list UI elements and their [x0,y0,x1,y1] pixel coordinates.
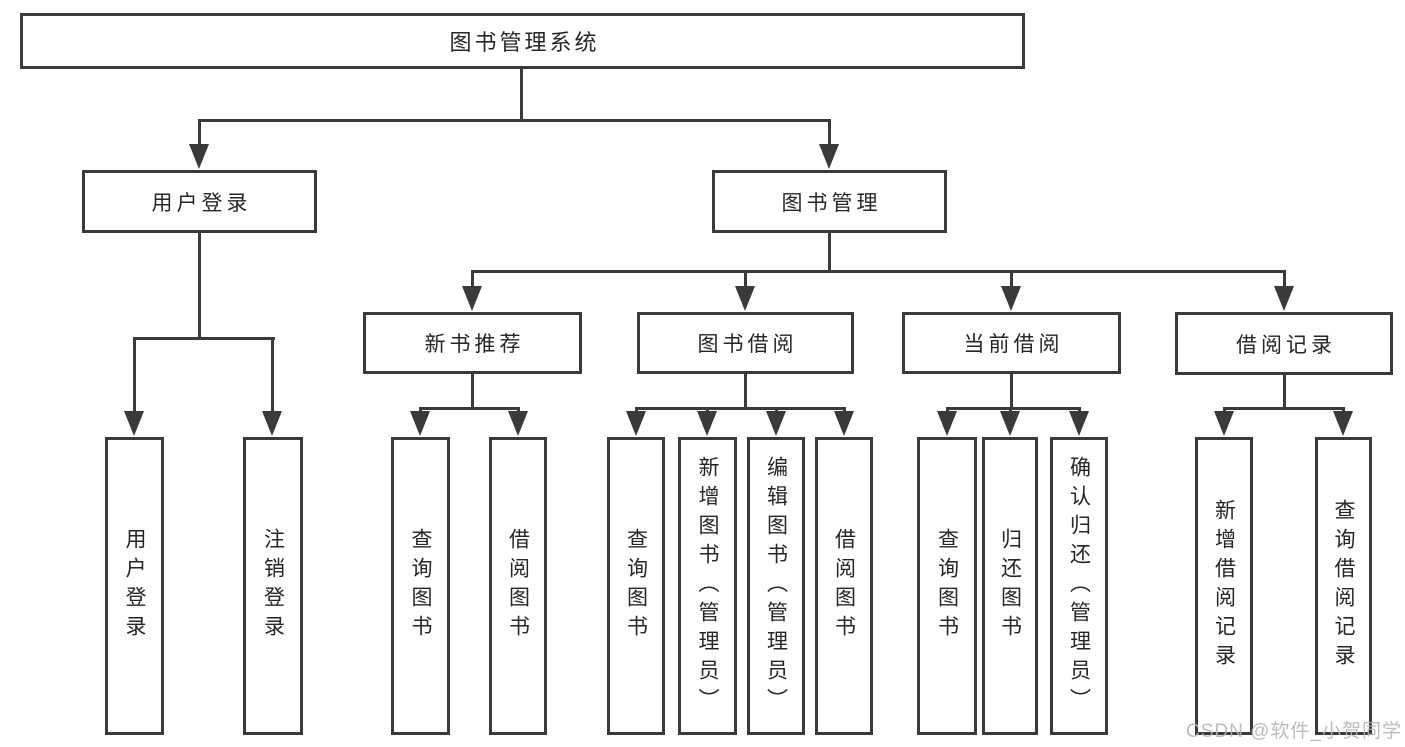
arrow-down-icon [124,411,144,436]
arrow-down-icon [834,411,854,436]
arrow-down-icon [189,144,209,169]
arrow-down-icon [410,411,430,436]
node-label: 查询图书 [935,528,959,644]
node-bb-edit: 编辑图书（管理员） [747,437,805,735]
node-book-borrow: 图书借阅 [637,312,854,374]
node-label: 查询图书 [409,528,432,644]
arrow-down-icon [937,411,957,436]
node-root: 图书管理系统 [20,13,1025,69]
connector-line [744,270,747,290]
connector-line [271,337,274,413]
node-label: 当前借阅 [963,333,1064,356]
arrow-down-icon [1333,411,1353,436]
connector-line [471,374,474,409]
node-label: 用户登录 [151,191,252,215]
node-bb-borrow: 借阅图书 [815,437,873,735]
node-bb-query: 查询图书 [607,437,665,735]
node-label: 借阅图书 [832,528,856,644]
connector-line [419,407,520,410]
connector-line [744,374,747,409]
node-label: 图书管理 [781,191,882,215]
connector-line [471,270,474,290]
connector-line [1223,407,1345,410]
arrow-down-icon [508,411,528,436]
node-borrow-records: 借阅记录 [1175,312,1393,375]
node-cb-query: 查询图书 [917,437,977,735]
connector-line [1283,374,1286,409]
node-user-login-menu: 用户登录 [82,170,317,233]
connector-line [198,233,201,339]
node-label: 用户登录 [123,528,146,644]
node-current-borrow: 当前借阅 [902,312,1121,374]
connector-line [520,68,523,121]
arrow-down-icon [697,411,717,436]
connector-line [198,119,831,122]
connector-line [133,337,275,340]
node-label: 编辑图书（管理员） [764,455,788,717]
arrow-down-icon [1214,411,1234,436]
connector-line [133,337,136,413]
arrow-down-icon [766,411,786,436]
node-label: 注销登录 [261,528,285,644]
connector-line [1010,270,1013,290]
node-label: 图书管理系统 [449,30,600,55]
arrow-down-icon [462,286,482,311]
connector-line [198,119,201,147]
node-br-add: 新增借阅记录 [1195,437,1253,735]
node-cb-return: 归还图书 [982,437,1038,735]
node-bb-add: 新增图书（管理员） [678,437,737,735]
node-nbr-borrow: 借阅图书 [489,437,547,735]
node-new-book-rec: 新书推荐 [363,312,582,374]
connector-line [946,407,1081,410]
node-book-mgmt: 图书管理 [712,170,947,233]
node-logout: 注销登录 [243,437,303,735]
node-login: 用户登录 [105,437,164,735]
watermark: CSDN @软件_小贺同学 [1186,721,1402,742]
connector-line [1283,270,1286,290]
node-label: 确认归还（管理员） [1067,455,1091,717]
arrow-down-icon [626,411,646,436]
arrow-down-icon [1274,286,1294,311]
arrow-down-icon [1000,411,1020,436]
arrow-down-icon [262,411,282,436]
connector-line [828,119,831,147]
node-label: 借阅图书 [506,528,530,644]
arrow-down-icon [1001,286,1021,311]
node-nbr-query: 查询图书 [391,437,450,735]
node-br-query: 查询借阅记录 [1315,437,1372,735]
node-label: 借阅记录 [1236,333,1336,357]
node-label: 图书借阅 [697,333,798,356]
connector-line [635,407,846,410]
node-label: 新书推荐 [424,333,525,356]
node-label: 查询图书 [624,528,648,644]
arrow-down-icon [819,144,839,169]
arrow-down-icon [1069,411,1089,436]
connector-line [828,233,831,272]
arrow-down-icon [735,286,755,311]
node-label: 查询借阅记录 [1332,499,1355,673]
connector-line [471,270,1286,273]
node-label: 新增借阅记录 [1212,499,1236,673]
connector-line [1010,374,1013,409]
node-label: 归还图书 [998,528,1022,644]
node-cb-confirm: 确认归还（管理员） [1050,437,1108,735]
node-label: 新增图书（管理员） [696,455,719,717]
